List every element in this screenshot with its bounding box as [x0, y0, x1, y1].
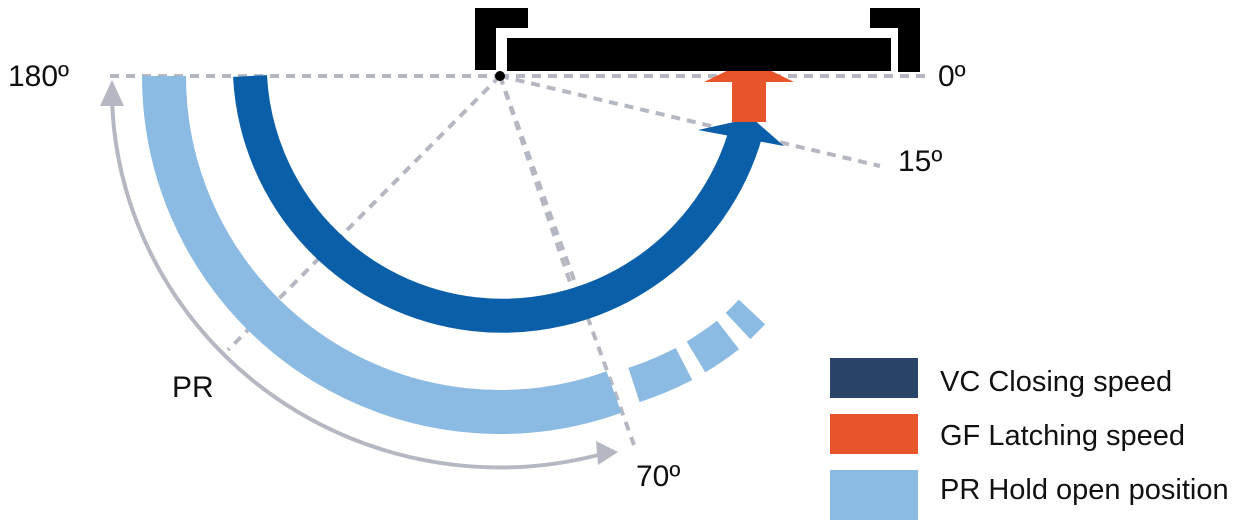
range-label: PR [172, 371, 214, 404]
range-arrowhead-end [596, 441, 618, 465]
legend-label-vc: VC Closing speed [940, 366, 1172, 398]
range-arrow-path [110, 99, 603, 470]
angle-label-70: 70º [636, 460, 680, 493]
hold-open-band [142, 75, 766, 434]
hold-open-band-dash-2 [686, 320, 740, 373]
door-frame [475, 8, 920, 81]
hold-open-band-solid [142, 75, 622, 434]
legend-label-gf: GF Latching speed [940, 420, 1185, 452]
legend: VC Closing speed GF Latching speed PR Ho… [830, 358, 1229, 520]
angle-guides [110, 74, 930, 446]
door-frame-left-bracket [475, 8, 528, 70]
hold-open-band-dash-1 [628, 347, 693, 403]
range-arrow [100, 80, 618, 470]
guide-radial-mid [498, 75, 574, 289]
closing-speed-arc [233, 75, 784, 333]
closing-arc-arrowhead [698, 118, 784, 146]
legend-swatch-pr [830, 470, 918, 520]
hold-open-band-dash-3 [725, 299, 766, 340]
door-leaf [507, 38, 891, 71]
legend-swatch-gf [830, 414, 918, 454]
latching-arrow-shaft [732, 82, 766, 122]
hinge-point [495, 71, 505, 81]
closing-arc-path [233, 75, 763, 333]
door-frame-right-bracket [870, 8, 920, 72]
legend-swatch-vc [830, 358, 918, 398]
legend-label-pr: PR Hold open position [940, 474, 1229, 506]
guide-15 [499, 74, 881, 168]
angle-label-0: 0º [938, 60, 966, 93]
angle-label-180: 180º [8, 60, 69, 93]
angle-label-15: 15º [898, 145, 942, 178]
range-arrowhead-start [100, 80, 124, 106]
